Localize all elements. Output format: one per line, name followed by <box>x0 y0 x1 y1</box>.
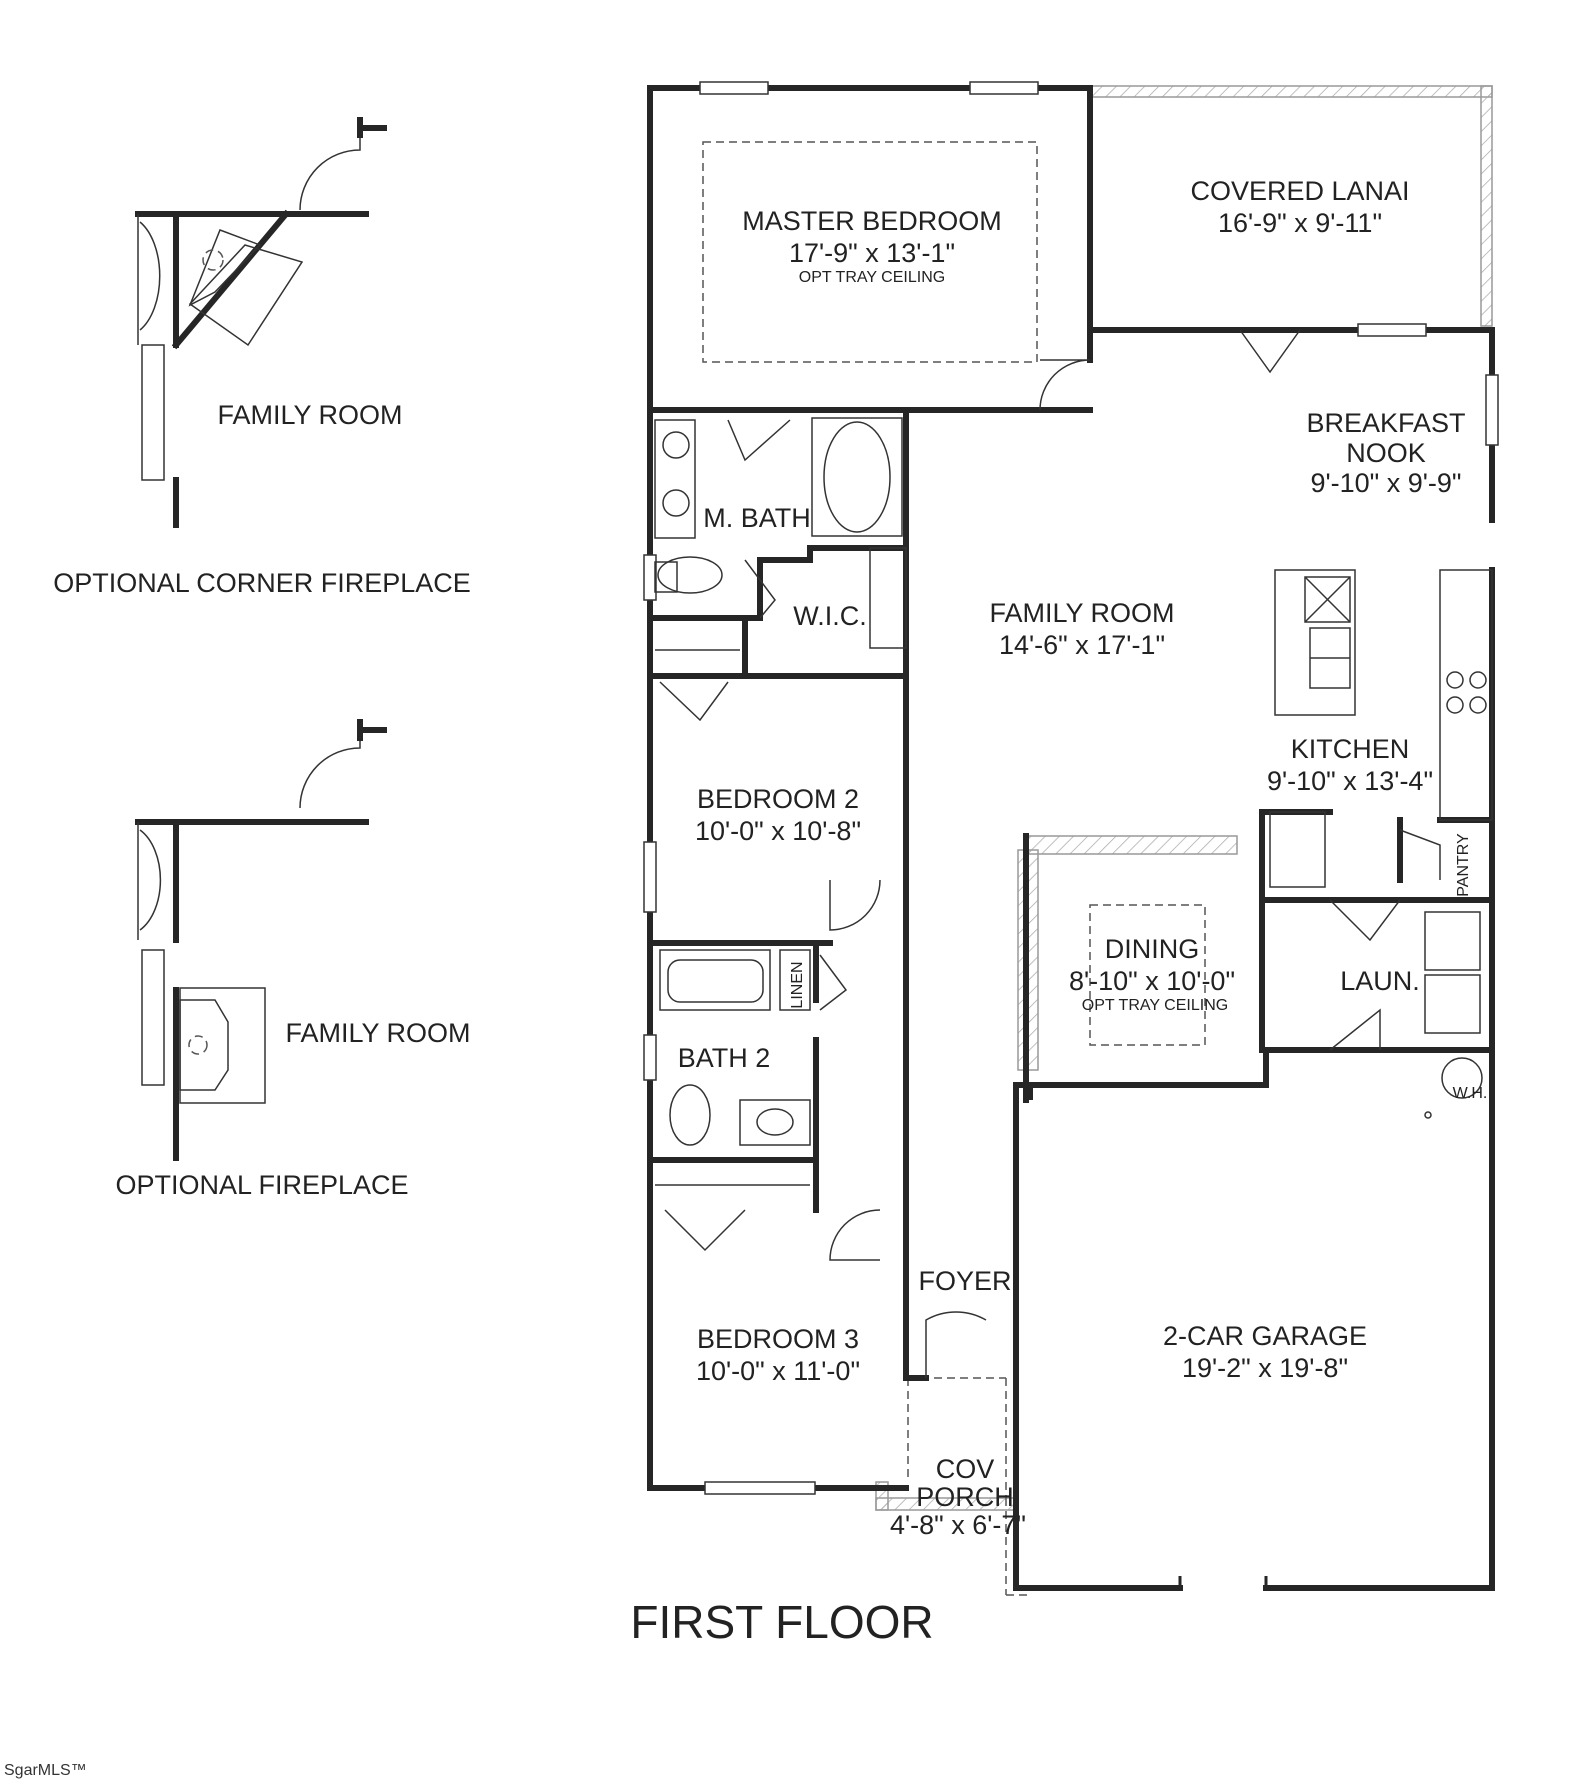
watermark: SgarMLS™ <box>4 1762 87 1780</box>
laundry-label: LAUN. <box>1340 966 1420 996</box>
master-bedroom-size: 17'-9" x 13'-1" <box>789 238 955 268</box>
bedroom-2-label: BEDROOM 2 <box>697 784 859 814</box>
pantry-label: PANTRY <box>1455 833 1472 897</box>
fireplace-caption: OPTIONAL FIREPLACE <box>115 1170 408 1200</box>
optional-corner-fireplace: FAMILY ROOM OPTIONAL CORNER FIREPLACE <box>53 117 471 598</box>
main-plan: MASTER BEDROOM 17'-9" x 13'-1" OPT TRAY … <box>630 81 1499 1648</box>
bedroom-2-size: 10'-0" x 10'-8" <box>695 816 861 846</box>
room-labels: MASTER BEDROOM 17'-9" x 13'-1" OPT TRAY … <box>678 176 1488 1540</box>
foyer-label: FOYER <box>918 1266 1011 1296</box>
cov-porch-label-2: PORCH <box>916 1482 1014 1512</box>
fixtures <box>643 81 1499 1495</box>
garage-size: 19'-2" x 19'-8" <box>1182 1353 1348 1383</box>
breakfast-nook-label-2: NOOK <box>1346 438 1426 468</box>
breakfast-nook-label: BREAKFAST <box>1306 408 1465 438</box>
dining-label: DINING <box>1105 934 1200 964</box>
cov-porch-size: 4'-8" x 6'-7" <box>890 1510 1026 1540</box>
bedroom-3-label: BEDROOM 3 <box>697 1324 859 1354</box>
linen-label: LINEN <box>789 961 806 1008</box>
m-bath-label: M. BATH <box>703 503 811 533</box>
kitchen-label: KITCHEN <box>1291 734 1410 764</box>
optional-fireplace: FAMILY ROOM OPTIONAL FIREPLACE <box>115 719 471 1200</box>
covered-lanai-outline <box>1091 85 1493 327</box>
walls <box>647 85 1495 1591</box>
master-bedroom-note: OPT TRAY CEILING <box>799 269 945 286</box>
watermark-text: SgarMLS™ <box>4 1762 87 1779</box>
breakfast-nook-size: 9'-10" x 9'-9" <box>1310 468 1461 498</box>
wic-label: W.I.C. <box>793 601 867 631</box>
cov-porch-label: COV <box>936 1454 995 1484</box>
dining-note: OPT TRAY CEILING <box>1082 997 1228 1014</box>
bath-2-label: BATH 2 <box>678 1043 771 1073</box>
floor-title: FIRST FLOOR <box>630 1596 933 1648</box>
family-room-label: FAMILY ROOM <box>989 598 1174 628</box>
covered-lanai-size: 16'-9" x 9'-11" <box>1218 208 1382 238</box>
covered-lanai-label: COVERED LANAI <box>1190 176 1409 206</box>
corner-fireplace-room-label: FAMILY ROOM <box>217 400 402 430</box>
family-room-size: 14'-6" x 17'-1" <box>999 630 1165 660</box>
bedroom-3-size: 10'-0" x 11'-0" <box>696 1356 860 1386</box>
doors <box>659 329 1441 1588</box>
fireplace-room-label: FAMILY ROOM <box>285 1018 470 1048</box>
garage-label: 2-CAR GARAGE <box>1163 1321 1367 1351</box>
water-heater-label: W.H. <box>1453 1085 1488 1102</box>
corner-fireplace-caption: OPTIONAL CORNER FIREPLACE <box>53 568 471 598</box>
dining-size: 8'-10" x 10'-0" <box>1069 966 1235 996</box>
master-bedroom-label: MASTER BEDROOM <box>742 206 1002 236</box>
kitchen-size: 9'-10" x 13'-4" <box>1267 766 1433 796</box>
